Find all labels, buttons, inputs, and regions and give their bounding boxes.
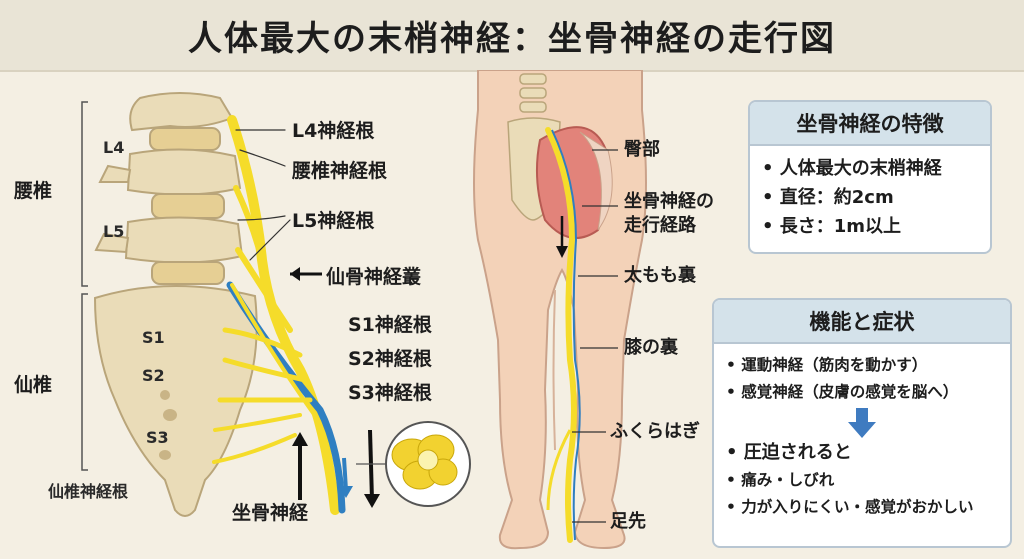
function-item: • 運動神経（筋肉を動かす）	[726, 356, 928, 374]
title-bar: 人体最大の末梢神経：坐骨神経の走行図	[0, 0, 1024, 72]
feature-item: • 人体最大の末梢神経	[762, 158, 942, 179]
features-box: 坐骨神経の特徴 • 人体最大の末梢神経 • 直径：約2cm • 長さ：1m以上	[748, 100, 992, 254]
s3-label: S3	[146, 428, 169, 447]
functions-heading: 機能と症状	[714, 300, 1010, 344]
path-label-line1: 坐骨神経の	[624, 191, 714, 212]
s1-root-label: S1神経根	[348, 314, 432, 336]
buttock-label: 臀部	[624, 139, 660, 160]
body-back-illustration	[473, 70, 647, 550]
s3-root-label: S3神経根	[348, 382, 432, 404]
functions-box: 機能と症状 • 運動神経（筋肉を動かす） • 感覚神経（皮膚の感覚を脳へ） • …	[712, 298, 1012, 548]
anatomy-illustration	[81, 70, 647, 550]
sacral-roots-label: 仙椎神経根	[48, 482, 129, 501]
lumbar-roots-label: 腰椎神経根	[292, 160, 388, 182]
calf-label: ふくらはぎ	[610, 421, 700, 442]
l4-label: L4	[103, 138, 125, 157]
l5-label: L5	[103, 222, 125, 241]
symptom-item: • 痛み・しびれ	[726, 471, 835, 489]
s1-label: S1	[142, 328, 165, 347]
l5-root-label: L5神経根	[292, 210, 375, 232]
path-label-line2: 走行経路	[624, 215, 696, 236]
function-item: • 感覚神経（皮膚の感覚を脳へ）	[726, 383, 959, 401]
features-heading: 坐骨神経の特徴	[750, 102, 990, 146]
sacral-plexus-label: 仙骨神経叢	[326, 266, 422, 288]
lumbar-label: 腰椎	[14, 180, 53, 202]
s2-label: S2	[142, 366, 165, 385]
symptom-item: • 力が入りにくい・感覚がおかしい	[726, 498, 974, 516]
knee-back-label: 膝の裏	[624, 337, 678, 358]
toes-label: 足先	[610, 511, 646, 532]
feature-item: • 長さ：1m以上	[762, 216, 902, 237]
spine-illustration	[81, 92, 471, 517]
down-arrow-icon	[726, 408, 998, 438]
l4-root-label: L4神経根	[292, 120, 375, 142]
sacral-label: 仙椎	[14, 374, 53, 396]
compressed-label: • 圧迫されると	[726, 442, 852, 463]
thigh-back-label: 太もも裏	[624, 265, 696, 286]
page-title: 人体最大の末梢神経：坐骨神経の走行図	[188, 18, 836, 59]
s2-root-label: S2神経根	[348, 348, 432, 370]
sciatic-label: 坐骨神経	[232, 502, 309, 524]
feature-item: • 直径：約2cm	[762, 187, 894, 208]
